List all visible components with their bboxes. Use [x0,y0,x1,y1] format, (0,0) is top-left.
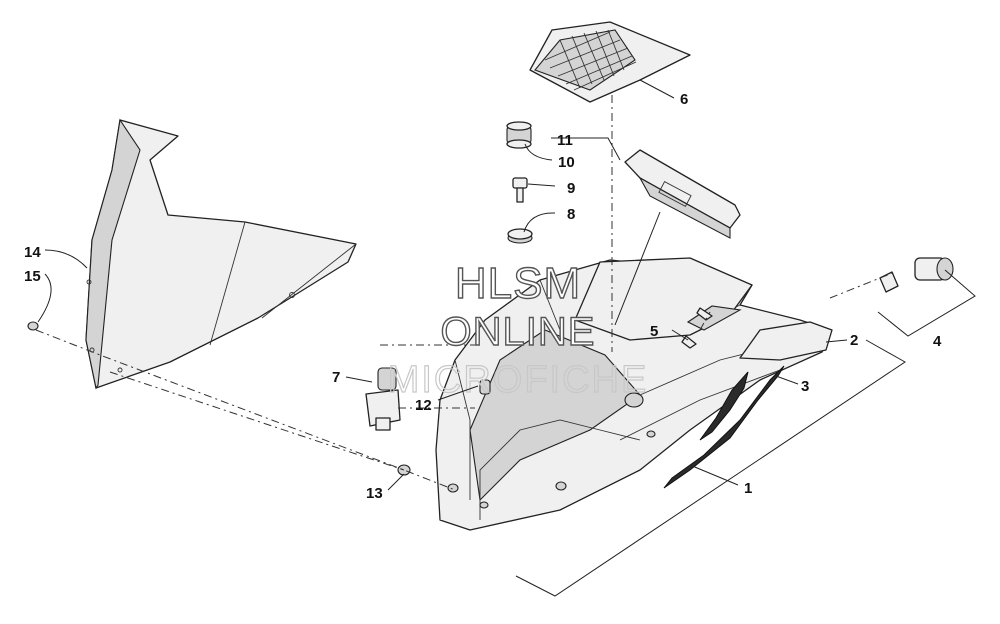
callout-8[interactable]: 8 [567,206,575,223]
console-box[interactable] [624,149,741,239]
watermark-line2: ONLINE [441,310,596,354]
side-panel[interactable] [739,321,833,361]
callout-1[interactable]: 1 [744,480,752,497]
callout-9[interactable]: 9 [567,180,575,197]
gas-cap[interactable] [506,121,532,149]
windshield[interactable] [85,118,357,390]
callout-12[interactable]: 12 [415,397,432,414]
accessory-plug[interactable] [879,257,954,293]
grommet-15[interactable] [27,321,39,331]
callout-13[interactable]: 13 [366,485,383,502]
watermark-line1: HLSM [455,259,581,308]
clip[interactable] [479,379,491,395]
callout-14[interactable]: 14 [24,244,41,261]
hood[interactable] [435,259,831,531]
key[interactable] [512,177,528,203]
cap-ring[interactable] [507,228,533,244]
decal[interactable] [663,365,785,489]
callout-15[interactable]: 15 [24,268,41,285]
callout-10[interactable]: 10 [558,154,575,171]
callout-7[interactable]: 7 [332,369,340,386]
storage-tray[interactable] [529,21,691,103]
leader-lines [37,79,848,491]
callout-6[interactable]: 6 [680,91,688,108]
callout-5[interactable]: 5 [650,323,658,340]
callout-labels: 1 2 3 4 5 6 7 8 9 10 11 12 13 14 15 [24,91,942,502]
watermark: HLSM ONLINE MICROFICHE [387,258,649,401]
callout-4[interactable]: 4 [933,333,942,350]
callout-3[interactable]: 3 [801,378,809,395]
bracket-lines [515,269,976,597]
callout-11[interactable]: 11 [557,132,573,149]
switch[interactable] [365,367,401,431]
assembly-lines [35,95,896,491]
callout-2[interactable]: 2 [850,332,858,349]
watermark-line3: MICROFICHE [388,359,649,401]
